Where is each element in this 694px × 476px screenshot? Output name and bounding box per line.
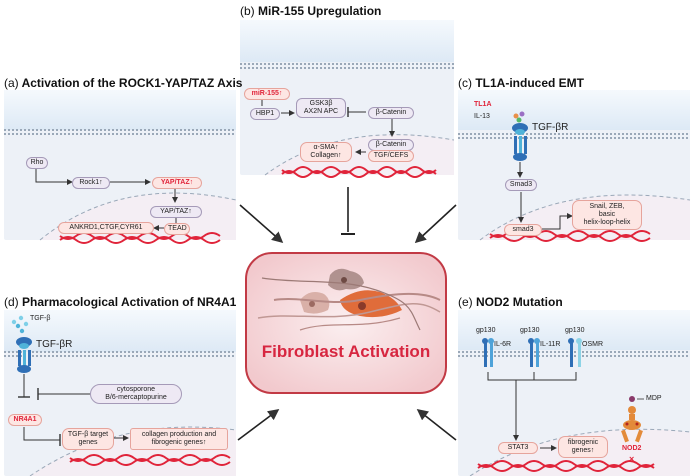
destruction-complex: GSK3β AX2N APC [296, 98, 346, 118]
il13-label: IL-13 [474, 113, 490, 120]
panel-a-title-text: Activation of the ROCK1-YAP/TAZ Axis [21, 76, 243, 90]
tgfb-target-genes: TGF-β target genes [62, 428, 114, 450]
panel-c-title: (c) TL1A-induced EMT [458, 76, 584, 90]
tead-label: TEAD [164, 223, 190, 235]
apc-label: APC [323, 108, 339, 115]
il11r-label: IL-11R [540, 341, 561, 348]
nr4a1-label: NR4A1 [8, 414, 42, 426]
asma-label: α-SMA↑ [313, 144, 339, 151]
emt-target-2: basic [598, 211, 616, 218]
nr4a1-result: collagen production and fibrogenic genes… [130, 428, 228, 450]
gp130-label-1: gp130 [476, 327, 496, 334]
fibrogenic-line-2: genes↑ [571, 447, 595, 454]
gp130-il11r-receptor [528, 338, 540, 367]
nod2-mutation-mark: × [629, 454, 635, 464]
panel-b-tag: (b) [240, 4, 255, 18]
panel-a-title: (a) Activation of the ROCK1-YAP/TAZ Axis [4, 76, 242, 90]
tl1a-label: TL1A [474, 101, 492, 108]
panel-e-tag: (e) [458, 295, 473, 309]
panel-d-tag: (d) [4, 295, 19, 309]
tgf-cefs-label: TGF/CEFS [368, 150, 414, 162]
nod2-protein [621, 406, 643, 443]
rock1-target-genes: ANKRD1,CTGF,CYR61 [58, 222, 154, 234]
emt-target-genes: Snail, ZEB, basic helix-loop-helix [572, 200, 642, 230]
panel-d-title: (d) Pharmacological Activation of NR4A1 [4, 295, 236, 309]
panel-b-title: (b) MiR-155 Upregulation [240, 4, 381, 18]
drug-line-2: B/6-mercaptopurine [105, 394, 167, 401]
panel-e-title-text: NOD2 Mutation [476, 295, 563, 309]
gp130-label-2: gp130 [520, 327, 540, 334]
osmr-label: OSMR [582, 341, 603, 348]
smad3-nuclear-label: smad3 [504, 224, 542, 236]
fibrogenic-genes: fibrogenic genes↑ [558, 436, 608, 458]
yaptaz-up-label: YAP/TAZ↑ [152, 177, 202, 189]
central-fibroblast-graphics [245, 252, 447, 394]
panel-a-graphics [4, 90, 237, 244]
ax2n-label: AX2N [303, 108, 323, 115]
rock1-label: Rock1↑ [72, 177, 110, 189]
mdp-label: MDP [646, 395, 662, 402]
gsk3b-label: GSK3β [309, 100, 333, 107]
gp130-il6r-receptor [482, 338, 494, 367]
beta-catenin-cyto-label: β-Catenin [368, 107, 414, 119]
mir155-label: miR-155↑ [244, 88, 290, 100]
stat3-label: STAT3 [498, 442, 538, 454]
panel-d-title-text: Pharmacological Activation of NR4A1 [22, 295, 237, 309]
connector-arrows [237, 187, 457, 441]
smad3-cyto-label: Smad3 [505, 179, 537, 191]
panel-e-title: (e) NOD2 Mutation [458, 295, 563, 309]
rho-label: Rho [26, 157, 48, 169]
drug-line-1: cytosporone [116, 386, 156, 393]
collagen-label: Collagen↑ [310, 152, 342, 159]
emt-target-3: helix-loop-helix [583, 219, 631, 226]
panel-a-tag: (a) [4, 76, 19, 90]
tgfb-target-line-2: genes [78, 439, 98, 446]
fibrogenic-line-1: fibrogenic [567, 439, 599, 446]
hbp1-label: HBP1 [250, 108, 280, 120]
result-line-1: collagen production and [141, 431, 217, 438]
result-line-2: fibrogenic genes↑ [151, 439, 207, 446]
drug-label: cytosporone B/6-mercaptopurine [90, 384, 182, 404]
mir155-targets: α-SMA↑ Collagen↑ [300, 142, 352, 162]
fibroblast-activation-label: Fibroblast Activation [261, 342, 431, 361]
tgfbr-label-c: TGF-βR [532, 122, 569, 133]
panel-c-tag: (c) [458, 76, 472, 90]
emt-target-1: Snail, ZEB, [589, 203, 625, 210]
panel-b-title-text: MiR-155 Upregulation [258, 4, 382, 18]
tgfbr-label-d: TGF-βR [36, 339, 73, 350]
gp130-label-3: gp130 [565, 327, 585, 334]
tgfb-target-line-1: TGF-β target [67, 431, 109, 438]
yaptaz-nuclear-label: YAP/TAZ↑ [150, 206, 202, 218]
tgfb-label: TGF-β [30, 315, 51, 322]
panel-c-title-text: TL1A-induced EMT [475, 76, 585, 90]
il6r-label: IL-6R [494, 341, 512, 348]
nod2-label: NOD2 [622, 445, 642, 452]
gp130-osmr-receptor [568, 338, 582, 367]
